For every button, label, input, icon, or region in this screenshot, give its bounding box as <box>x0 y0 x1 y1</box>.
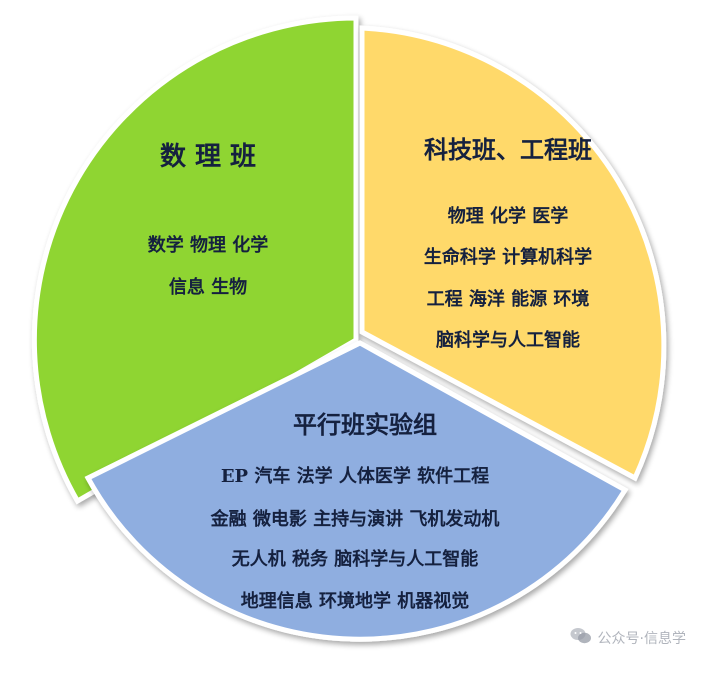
sector-line: 工程 海洋 能源 环境 <box>427 288 590 310</box>
sector-math-physics <box>31 15 359 505</box>
sector-line: 数学 物理 化学 <box>148 234 269 256</box>
sector-line: 脑科学与人工智能 <box>436 329 580 351</box>
watermark: 公众号·信息学 <box>570 627 686 649</box>
sector-line: 生命科学 计算机科学 <box>424 246 592 268</box>
sector-line: 地理信息 环境地学 机器视觉 <box>241 590 470 612</box>
sector-title-science-engineering: 科技班、工程班 <box>424 135 592 164</box>
watermark-text: 公众号·信息学 <box>597 631 686 647</box>
sector-science-engineering <box>359 25 667 482</box>
sector-line: 物理 化学 医学 <box>448 205 569 227</box>
sector-title-parallel-experimental: 平行班实验组 <box>293 410 437 439</box>
wechat-icon <box>570 627 592 649</box>
sector-title-math-physics: 数 理 班 <box>160 142 256 172</box>
sector-line: 信息 生物 <box>169 276 247 298</box>
sector-line: 金融 微电影 主持与演讲 飞机发动机 <box>210 508 500 530</box>
sector-line: 无人机 税务 脑科学与人工智能 <box>232 548 479 570</box>
sector-parallel-experimental <box>84 340 629 642</box>
sector-line: EP 汽车 法学 人体医学 软件工程 <box>221 465 489 487</box>
